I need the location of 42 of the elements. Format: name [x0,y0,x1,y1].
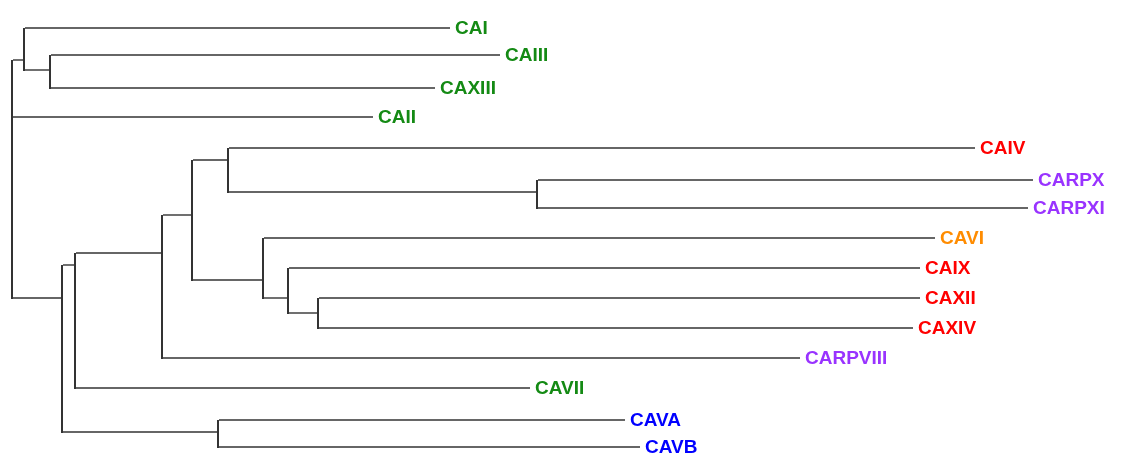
tree-branch-line [50,87,436,89]
tree-branch-line [192,159,228,161]
tree-branch-line [218,446,641,448]
tree-branch-line [537,179,1034,181]
taxon-label: CAII [378,106,416,128]
tree-branch-line [12,59,24,61]
tree-branch-line [62,431,218,433]
taxon-label: CAXIII [440,77,496,99]
taxon-label: CAVII [535,377,585,399]
taxon-label: CARPXI [1033,197,1105,219]
taxon-label: CAXII [925,287,976,309]
taxon-label: CAXIV [918,317,977,339]
tree-branch-line [75,387,531,389]
tree-branch-line [288,312,318,314]
tree-branch-line [12,116,374,118]
tree-branch-line [263,237,936,239]
taxon-label: CAI [455,17,488,39]
tree-branch-line [24,27,451,29]
tree-branch-line [12,297,62,299]
tree-branch-line [62,264,75,266]
tree-branch-line [162,214,192,216]
tree-branch-line [318,327,914,329]
tree-branch-line [318,297,921,299]
tree-branch-line [218,419,626,421]
tree-branch-line [537,207,1029,209]
tree-branch-line [228,191,537,193]
tree-branch-line [192,279,263,281]
tree-branch-line [50,54,501,56]
taxon-label: CAVI [940,227,984,249]
tree-branch-line [263,297,288,299]
tree-branch-line [288,267,921,269]
taxon-label: CAIV [980,137,1026,159]
taxon-label: CAIII [505,44,549,66]
taxon-label: CAVA [630,409,682,431]
tree-branch-line [75,252,162,254]
tree-branch-line [162,357,801,359]
taxon-label: CARPX [1038,169,1105,191]
taxon-label: CARPVIII [805,347,888,369]
taxon-label: CAVB [645,436,698,456]
taxon-label: CAIX [925,257,971,279]
tree-branch-line [228,147,976,149]
tree-branch-line [24,69,50,71]
